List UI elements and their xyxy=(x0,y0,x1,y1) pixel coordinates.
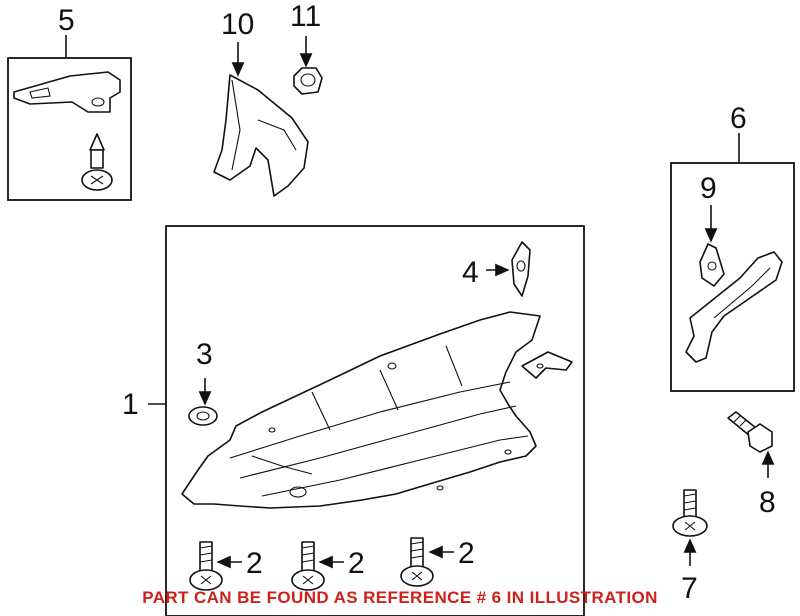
bolt-2a-cross xyxy=(200,575,212,585)
nut-hole xyxy=(300,73,316,87)
undertray-step xyxy=(251,455,313,475)
undertray-hole-3 xyxy=(436,485,444,491)
bolt-2b: 2 xyxy=(291,541,365,591)
shield-edge xyxy=(231,79,241,171)
shield-crease xyxy=(257,119,297,151)
bolt-2a-thread xyxy=(199,545,213,563)
callout-3: 3 xyxy=(196,338,213,371)
nut-part xyxy=(293,67,323,95)
bolt-8-head xyxy=(747,423,773,453)
bolt-2a: 2 xyxy=(189,541,263,591)
callout-2b: 2 xyxy=(348,547,365,580)
group-box-5: 5 xyxy=(7,4,132,201)
side-bracket-part xyxy=(521,351,573,379)
bolt-8-thread xyxy=(733,415,747,427)
bolt-2c-cross xyxy=(411,571,423,581)
callout-5: 5 xyxy=(58,4,75,37)
small-bracket-part xyxy=(699,243,725,287)
footer-note: PART CAN BE FOUND AS REFERENCE # 6 IN IL… xyxy=(142,588,658,607)
undertray-hole-5 xyxy=(268,427,276,433)
washer-3-hole xyxy=(196,411,210,421)
bracket-hole xyxy=(91,97,105,107)
undertray-part xyxy=(181,311,541,509)
bolt-7-cross xyxy=(684,521,696,531)
callout-2c: 2 xyxy=(458,537,475,570)
deflector-rib xyxy=(713,267,771,319)
side-bracket-hole xyxy=(536,363,544,369)
undertray-rib-2 xyxy=(239,405,517,479)
bolt-2c: 2 xyxy=(400,537,475,587)
box-6 xyxy=(670,162,795,392)
undertray-cross-ribs xyxy=(311,345,463,431)
pin-cross xyxy=(90,175,104,185)
callout-6: 6 xyxy=(730,102,747,135)
callout-1: 1 xyxy=(122,388,139,421)
box-1 xyxy=(165,225,585,616)
small-bracket-hole xyxy=(707,261,717,271)
undertray-hole-1 xyxy=(289,486,307,498)
clip-4-hole xyxy=(516,260,526,272)
pin-tip xyxy=(89,133,105,151)
part-8-group: 8 xyxy=(727,411,776,519)
bracket-part xyxy=(13,71,121,113)
part-10-group: 10 xyxy=(213,8,309,197)
callout-9: 9 xyxy=(700,172,717,205)
bolt-7-thread xyxy=(683,493,697,511)
splash-shield-part xyxy=(213,74,309,197)
bolt-2b-cross xyxy=(302,575,314,585)
undertray-hole-2 xyxy=(387,362,397,370)
washer-3-part xyxy=(188,406,218,426)
callout-2a: 2 xyxy=(246,547,263,580)
undertray-rib-3 xyxy=(261,435,529,497)
part-7-group: 7 xyxy=(672,489,708,605)
group-box-6: 6 9 xyxy=(670,102,795,392)
bracket-slot xyxy=(29,87,51,99)
callout-11: 11 xyxy=(290,0,321,33)
group-box-1: 1 4 3 2 xyxy=(122,225,585,616)
callout-10: 10 xyxy=(221,8,254,41)
callout-8: 8 xyxy=(759,486,776,519)
callout-7: 7 xyxy=(681,572,698,605)
undertray-hole-4 xyxy=(504,449,512,455)
part-11-group: 11 xyxy=(290,0,323,95)
undertray-rib-1 xyxy=(229,381,511,459)
pin-shank xyxy=(90,149,104,169)
clip-4-part xyxy=(511,241,531,297)
box-5 xyxy=(7,57,132,201)
bolt-2c-thread xyxy=(410,541,424,559)
callout-4: 4 xyxy=(462,256,479,289)
bolt-2b-thread xyxy=(301,545,315,563)
